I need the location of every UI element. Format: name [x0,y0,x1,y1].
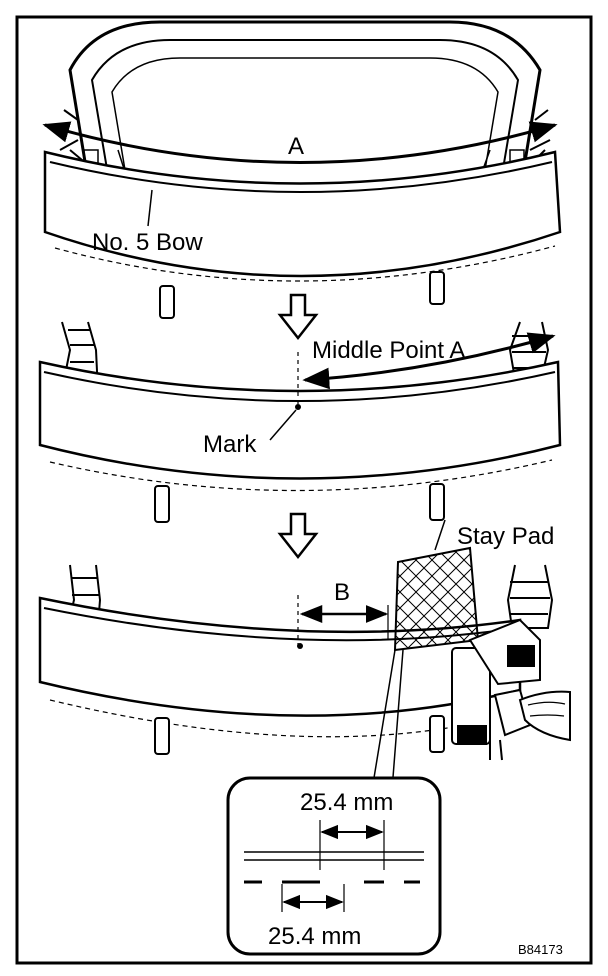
arc-a-arrow [42,121,558,164]
strap [429,715,445,753]
top-cover-flap [43,150,562,278]
figure-code: B84173 [518,942,563,957]
panel-1: A No. 5 Bow [42,20,562,319]
figure-border [15,15,593,965]
strap [154,717,170,755]
stay-pad [393,546,480,652]
label-b: B [334,579,350,606]
label-stay-pad: Stay Pad [457,523,554,550]
label-no5-bow: No. 5 Bow [92,229,203,256]
strap [159,285,175,319]
center-mark-dot [297,643,303,649]
strap [154,485,170,523]
panel-3: B Stay Pad [38,519,571,791]
label-mark: Mark [203,431,257,458]
down-arrow-2 [277,512,319,560]
middle-point-arrow [302,332,556,390]
label-dim-top: 25.4 mm [300,789,393,816]
staple-gun-icon [451,618,571,761]
down-arrow-1 [277,293,319,341]
label-a: A [288,133,304,160]
rear-frame-structure [59,20,551,181]
strap [429,483,445,521]
detail-callout: 25.4 mm 25.4 mm [226,776,442,956]
label-dim-bottom: 25.4 mm [268,923,361,950]
panel-2: Middle Point A Mark [38,321,562,523]
label-middle-point-a: Middle Point A [312,337,465,364]
strap [429,271,445,305]
top-cover-flap [38,360,562,480]
center-mark-dot [295,404,301,410]
